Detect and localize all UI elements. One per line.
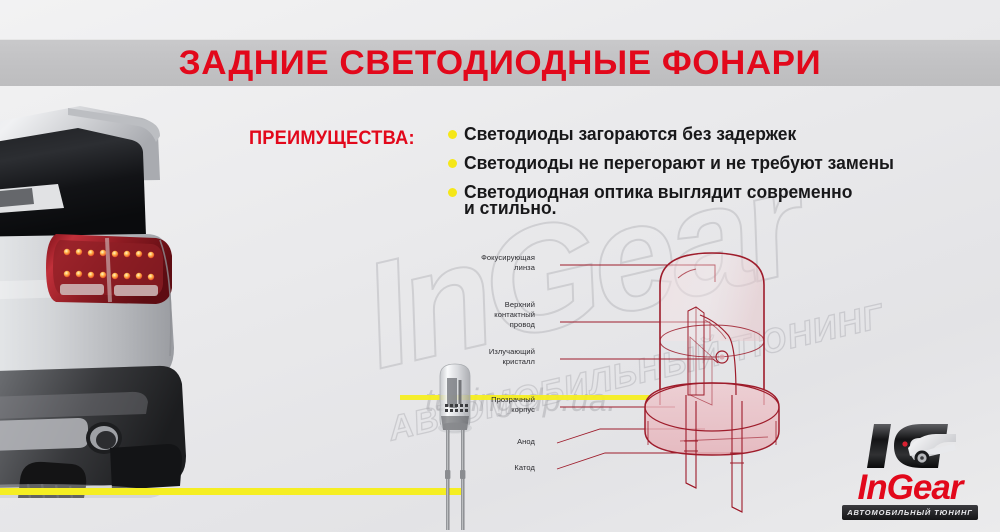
advantage-text: Светодиодная оптика выглядит современно xyxy=(464,182,853,202)
advantages-label: ПРЕИМУЩЕСТВА: xyxy=(249,128,415,149)
list-item: Светодиоды загораются без задержек xyxy=(448,122,968,147)
diagram-label-top-wire: Верхний контактный провод xyxy=(494,300,535,329)
car-rear-photo xyxy=(0,88,290,498)
ground-accent-line xyxy=(0,488,462,495)
bullet-icon xyxy=(448,159,457,168)
diagram-label-cathode: Катод xyxy=(514,463,535,472)
led-technical-diagram: Фокусирующая линза Верхний контактный пр… xyxy=(481,245,920,532)
led-component-photo xyxy=(424,360,490,532)
logo-wordmark: InGear xyxy=(857,468,964,507)
bullet-icon xyxy=(448,130,457,139)
diagram-label-housing: Прозрачный корпус xyxy=(491,395,535,414)
advantage-text: Светодиоды загораются без задержек xyxy=(464,124,797,144)
brand-logo: InGear АВТОМОБИЛЬНЫЙ ТЮНИНГ xyxy=(830,420,990,525)
diagram-label-anode: Анод xyxy=(517,437,535,446)
bullet-icon xyxy=(448,188,457,197)
advantages-list: Светодиоды загораются без задержек Свето… xyxy=(448,122,968,209)
title-band xyxy=(0,39,1000,86)
list-item: Светодиоды не перегорают и не требуют за… xyxy=(448,151,968,176)
logo-tagline: АВТОМОБИЛЬНЫЙ ТЮНИНГ xyxy=(842,505,978,520)
watermark-accent-line xyxy=(400,395,650,400)
advantage-text: Светодиоды не перегорают и не требуют за… xyxy=(464,153,894,173)
list-item: Светодиодная оптика выглядит современно xyxy=(448,180,968,205)
diagram-label-lens: Фокусирующая линза xyxy=(481,253,535,272)
advantage-continuation: и стильно. xyxy=(464,198,557,218)
logo-mark-icon xyxy=(864,420,960,472)
diagram-label-crystal: Излучающий кристалл xyxy=(488,347,535,366)
page-title: ЗАДНИЕ СВЕТОДИОДНЫЕ ФОНАРИ xyxy=(178,43,822,82)
